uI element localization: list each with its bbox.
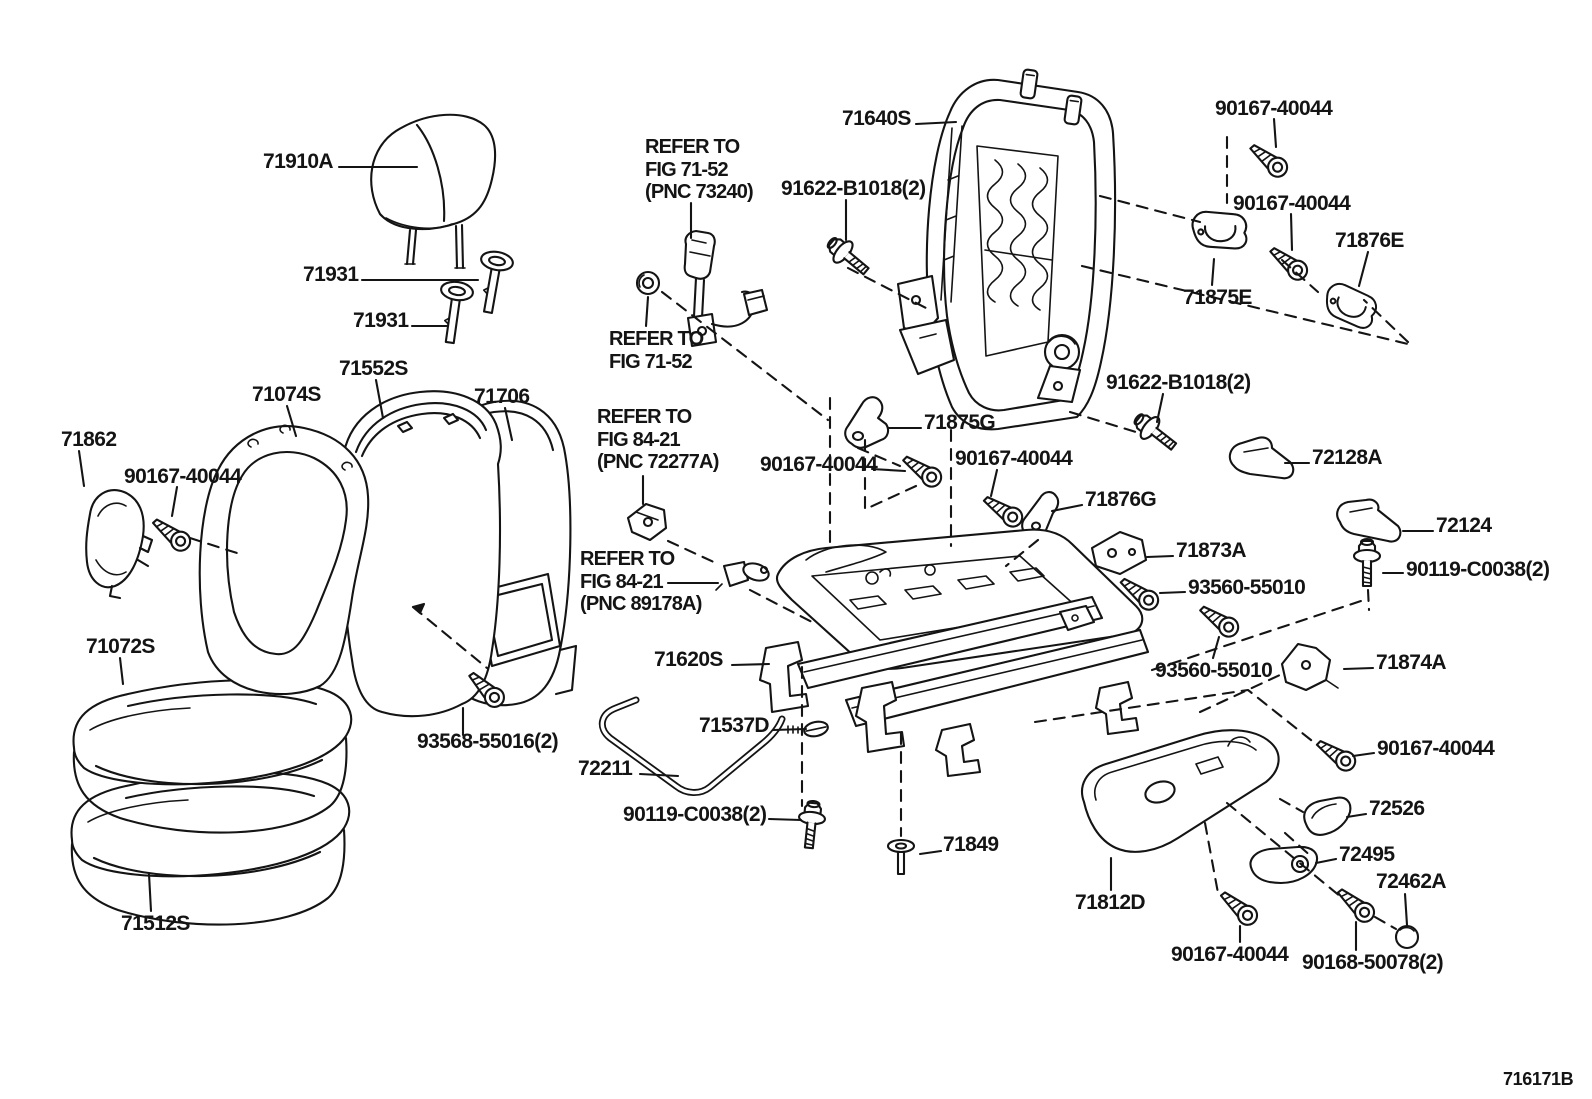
part-label: 72211 (578, 757, 633, 780)
figure-code: 716171B (1503, 1069, 1574, 1089)
part-label: 71873A (1176, 539, 1247, 562)
right-bracket-drawings (1090, 436, 1402, 692)
ref-note-line: FIG 71-52 (609, 350, 693, 373)
headrest-support-pin-drawing (432, 248, 516, 346)
part-label: 90167-40044 (1215, 97, 1333, 120)
part-label: 90167-40044 (955, 447, 1073, 470)
part-label: 71931 (353, 309, 409, 332)
part-label: 72526 (1369, 797, 1425, 820)
part-label: 71552S (339, 357, 408, 380)
part-label: 72495 (1339, 843, 1395, 866)
part-label: 90167-40044 (760, 453, 878, 476)
part-label: 71862 (61, 428, 117, 451)
part-label: 72462A (1376, 870, 1447, 893)
part-label: 71875E (1183, 286, 1252, 309)
part-label: 72128A (1312, 446, 1383, 469)
part-label: 71074S (252, 383, 321, 406)
part-label: 71640S (842, 107, 911, 130)
ref-note-line: FIG 71-52 (645, 158, 729, 181)
part-label: 90167-40044 (1233, 192, 1351, 215)
seatback-frame-drawing (896, 68, 1117, 431)
part-label: 90119-C0038(2) (1406, 558, 1550, 581)
part-label: 71875G (924, 411, 996, 434)
part-label: 71072S (86, 635, 155, 658)
ref-note-line: (PNC 73240) (645, 181, 754, 203)
part-label: 71812D (1075, 891, 1146, 914)
ref-note-line: FIG 84-21 (597, 428, 681, 451)
part-label: 93560-55010 (1155, 659, 1273, 682)
part-label: 71849 (943, 833, 999, 856)
part-label: 91622-B1018(2) (1106, 371, 1251, 394)
dashed-arrowhead (411, 602, 426, 615)
part-label: 71876G (1085, 488, 1157, 511)
reclining-shield-drawing (1081, 729, 1280, 853)
ref-note-line: REFER TO (645, 136, 740, 158)
ref-note-line: REFER TO (580, 548, 675, 570)
ref-note-line: (PNC 72277A) (597, 451, 719, 473)
part-label: 93560-55010 (1188, 576, 1306, 599)
headrest-drawing (370, 113, 497, 270)
ref-note-line: REFER TO (597, 406, 692, 428)
seat-cushion-pad-drawing (70, 771, 351, 926)
part-label: 90167-40044 (1377, 737, 1495, 760)
seat-wire-drawing (598, 696, 786, 796)
ref-note-line: FIG 84-21 (580, 570, 664, 593)
part-label: 72124 (1436, 514, 1492, 537)
seatback-cover-drawing (198, 424, 370, 696)
part-label: 71620S (654, 648, 723, 671)
buckle-switch-drawing (715, 560, 770, 591)
part-label: 90167-40044 (1171, 943, 1289, 966)
seat-adjuster-frame-drawing (758, 528, 1150, 778)
part-label: 71537D (699, 714, 770, 737)
part-label: 71876E (1335, 229, 1404, 252)
part-label: 91622-B1018(2) (781, 177, 926, 200)
label-leader-lines (77, 117, 1435, 952)
part-label: 93568-55016(2) (417, 730, 559, 753)
seatback-pad-drawing (341, 390, 502, 718)
clip-drawing (787, 720, 829, 738)
part-label: 71910A (263, 150, 334, 173)
part-label: 71512S (121, 912, 190, 935)
part-label: 71706 (474, 385, 530, 408)
part-label: 71931 (303, 263, 359, 286)
part-label: 90168-50078(2) (1302, 951, 1444, 974)
ref-note-line: REFER TO (609, 328, 704, 350)
ref-note-line: (PNC 89178A) (580, 593, 702, 615)
floor-bolt-drawings (463, 666, 916, 876)
part-label: 90167-40044 (124, 465, 242, 488)
assembly-dashed-lines (188, 135, 1410, 931)
part-label: 71874A (1376, 651, 1447, 674)
seatback-side-pad-drawing (85, 489, 195, 600)
belt-anchor-drawing (626, 502, 668, 542)
part-label: 90119-C0038(2) (623, 803, 767, 826)
seatbelt-buckle-drawing (635, 229, 769, 348)
